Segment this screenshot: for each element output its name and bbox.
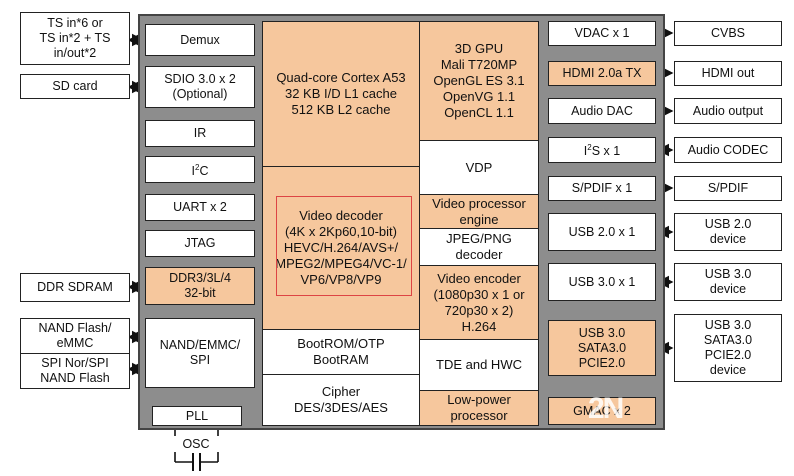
combo-device-box: USB 3.0 SATA3.0 PCIE2.0 device — [674, 314, 782, 382]
spdif-block: S/PDIF x 1 — [548, 176, 656, 201]
demux-block: Demux — [145, 24, 255, 56]
cpu-block: Quad-core Cortex A53 32 KB I/D L1 cache … — [262, 21, 420, 167]
hdmi-tx-block: HDMI 2.0a TX — [548, 61, 656, 86]
vdac-block: VDAC x 1 — [548, 21, 656, 46]
audio-codec-box: Audio CODEC — [674, 137, 782, 163]
usb-sata-pcie-block: USB 3.0 SATA3.0 PCIE2.0 — [548, 320, 656, 376]
pll-block: PLL — [152, 406, 242, 426]
video-decoder-highlight — [276, 196, 412, 296]
i2s-label: I2S x 1 — [583, 143, 621, 159]
watermark-logo: 2N — [588, 392, 624, 425]
video-processor-block: Video processor engine — [419, 194, 539, 229]
vdp-block: VDP — [419, 140, 539, 195]
uart-block: UART x 2 — [145, 194, 255, 221]
ts-input-box: TS in*6 or TS in*2 + TS in/out*2 — [20, 12, 130, 65]
video-decoder-block: Video decoder (4K x 2Kp60,10-bit) HEVC/H… — [262, 166, 420, 330]
bootrom-block: BootROM/OTP BootRAM — [262, 329, 420, 375]
spi-nor-box: SPI Nor/SPI NAND Flash — [20, 353, 130, 389]
audio-output-box: Audio output — [674, 98, 782, 124]
cipher-block: Cipher DES/3DES/AES — [262, 374, 420, 426]
gmac-block: GMAC x 2 — [548, 397, 656, 425]
tde-hwc-block: TDE and HWC — [419, 339, 539, 391]
audio-dac-block: Audio DAC — [548, 98, 656, 124]
cvbs-box: CVBS — [674, 21, 782, 46]
nand-emmc-box: NAND Flash/ eMMC — [20, 318, 130, 354]
spdif-out-box: S/PDIF — [674, 176, 782, 201]
video-encoder-block: Video encoder (1080p30 x 1 or 720p30 x 2… — [419, 265, 539, 340]
usb2-device-box: USB 2.0 device — [674, 213, 782, 251]
hdmi-out-box: HDMI out — [674, 61, 782, 86]
jpeg-decoder-block: JPEG/PNG decoder — [419, 228, 539, 266]
low-power-block: Low-power processor — [419, 390, 539, 426]
ir-block: IR — [145, 120, 255, 147]
nand-controller-block: NAND/EMMC/ SPI — [145, 318, 255, 388]
usb3-block: USB 3.0 x 1 — [548, 263, 656, 301]
ddr-sdram-box: DDR SDRAM — [20, 273, 130, 302]
sd-card-box: SD card — [20, 74, 130, 99]
jtag-block: JTAG — [145, 230, 255, 257]
gpu-block: 3D GPU Mali T720MP OpenGL ES 3.1 OpenVG … — [419, 21, 539, 141]
i2s-block: I2S x 1 — [548, 137, 656, 163]
ddr-controller-block: DDR3/3L/4 32-bit — [145, 267, 255, 305]
usb3-device-box: USB 3.0 device — [674, 263, 782, 301]
osc-label: OSC — [166, 436, 226, 452]
sdio-block: SDIO 3.0 x 2 (Optional) — [145, 66, 255, 108]
i2c-block: I2C — [145, 156, 255, 183]
i2c-label: I2C — [191, 162, 209, 179]
usb2-block: USB 2.0 x 1 — [548, 213, 656, 251]
